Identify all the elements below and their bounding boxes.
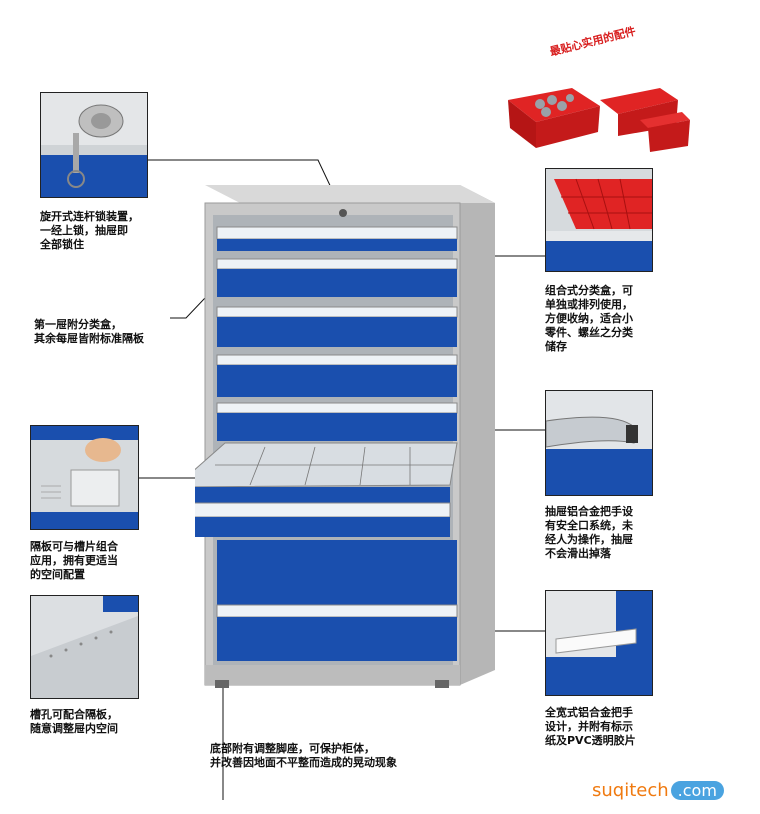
accessory-trays-image — [508, 88, 690, 152]
callout-first-drawer: 第一屉附分类盒， 其余每屉皆附标准隔板 — [34, 318, 144, 345]
open-drawer — [195, 442, 458, 537]
watermark: suqitech.com — [592, 780, 724, 801]
callout-lock: 旋开式连杆锁装置， 一经上锁，抽屉即 全部锁住 — [40, 210, 139, 251]
lock-icon — [339, 209, 347, 217]
callout-handle-safety: 抽屉铝合金把手设 有安全口系统，未 经人为操作，抽屉 不会滑出掉落 — [545, 505, 633, 560]
foot-right — [435, 680, 449, 688]
foot-left — [215, 680, 229, 688]
callout-handle-label: 全宽式铝合金把手 设计，并附有标示 纸及PVC透明胶片 — [545, 706, 636, 747]
thumb-divider — [30, 425, 139, 530]
thumb-bins — [545, 168, 653, 272]
watermark-suffix: .com — [670, 781, 724, 800]
thumb-handle-safety — [545, 390, 653, 496]
drawer-stack — [216, 226, 458, 661]
callout-bins: 组合式分类盒，可 单独或排列使用， 方便收纳，适合小 零件、螺丝之分类 储存 — [545, 284, 633, 353]
callout-divider: 隔板可与槽片组合 应用，拥有更适当 的空间配置 — [30, 540, 118, 581]
thumb-handle-label — [545, 590, 653, 696]
watermark-main: suqitech — [592, 780, 669, 801]
callout-slots: 槽孔可配合隔板， 随意调整屉内空间 — [30, 708, 118, 735]
thumb-slots — [30, 595, 139, 699]
key-icon — [73, 133, 79, 173]
callout-feet: 底部附有调整脚座，可保护柜体， 并改善因地面不平整而造成的晃动现象 — [210, 742, 397, 769]
tool-cabinet — [195, 185, 495, 688]
thumb-lock — [40, 92, 148, 198]
